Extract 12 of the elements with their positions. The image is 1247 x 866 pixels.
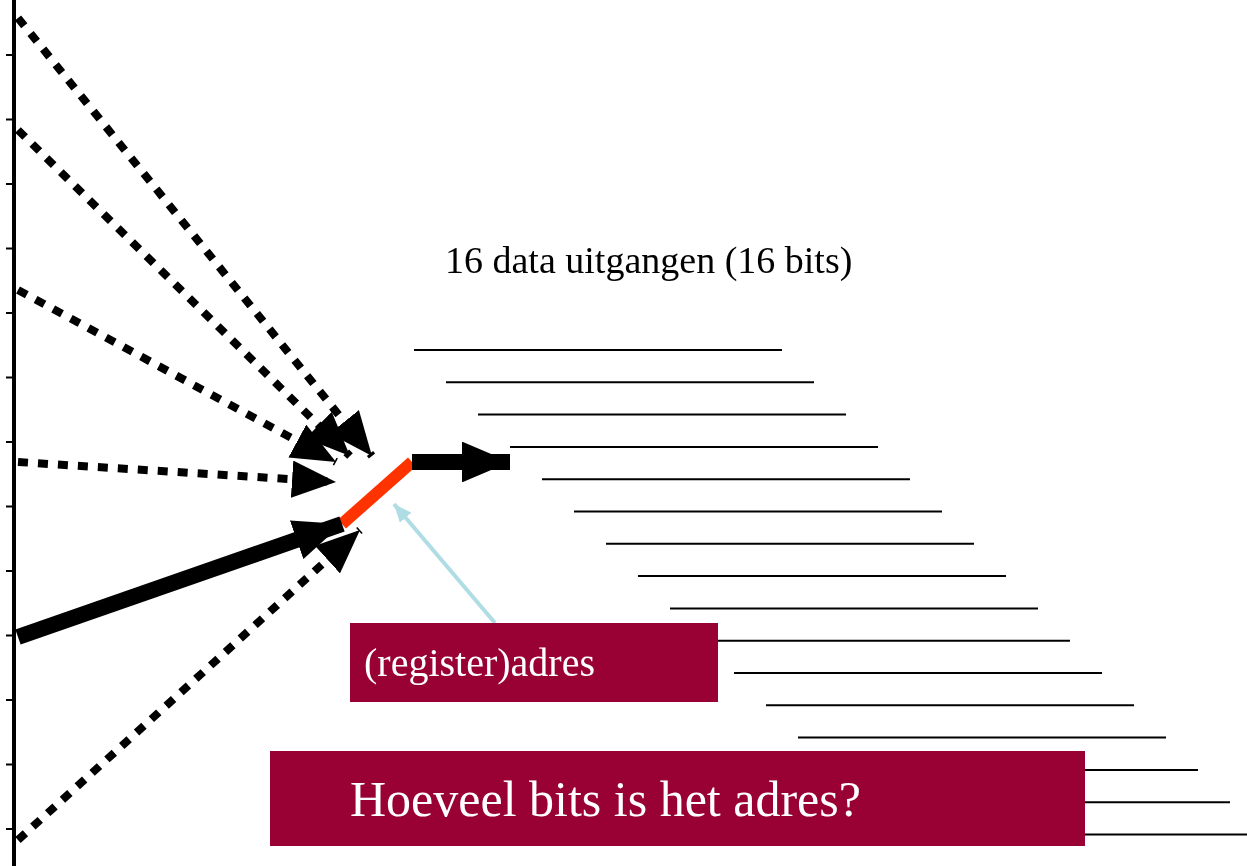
label-box: Hoeveel bits is het adres? [270,751,1085,846]
address-scale [4,0,18,866]
arrow [14,15,376,459]
arrow [16,286,338,466]
arrow [15,127,353,459]
arrow [15,527,363,843]
arrow [17,458,337,498]
arrow [412,441,510,483]
heading-text: 16 data uitgangen (16 bits) [445,238,853,282]
label-box: (register)adres [350,623,718,702]
leader-arrow [392,502,497,625]
arrow [15,516,345,645]
